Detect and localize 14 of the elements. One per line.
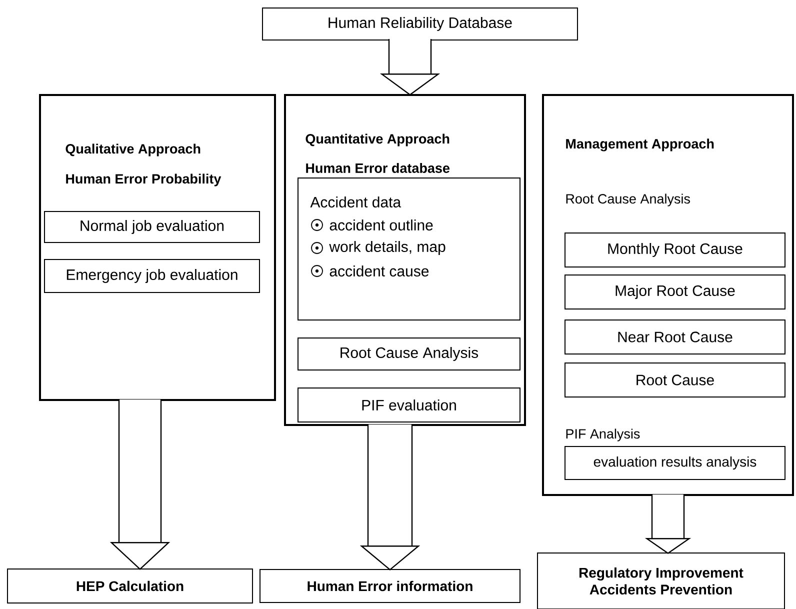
text-box: Human Reliability Database — [262, 8, 578, 40]
result-box: Regulatory Improvement Accidents Prevention — [537, 552, 785, 609]
text-box: Near Root Cause — [564, 320, 786, 354]
text-box: Normal job evaluation — [44, 211, 260, 243]
text-box: Monthly Root Cause — [564, 232, 786, 268]
text-box: PIF evaluation — [298, 388, 520, 422]
text-box: Major Root Cause — [564, 274, 786, 310]
result-box: HEP Calculation — [7, 568, 253, 604]
data-box: Accident data accident outline work details, map accident cause — [298, 178, 520, 320]
text-box: Root Cause — [564, 362, 786, 398]
text-box: Root Cause Analysis — [298, 338, 520, 370]
text-box: evaluation results analysis — [564, 446, 786, 480]
result-box: Human Error information — [260, 569, 520, 603]
text-box: Emergency job evaluation — [44, 259, 260, 293]
